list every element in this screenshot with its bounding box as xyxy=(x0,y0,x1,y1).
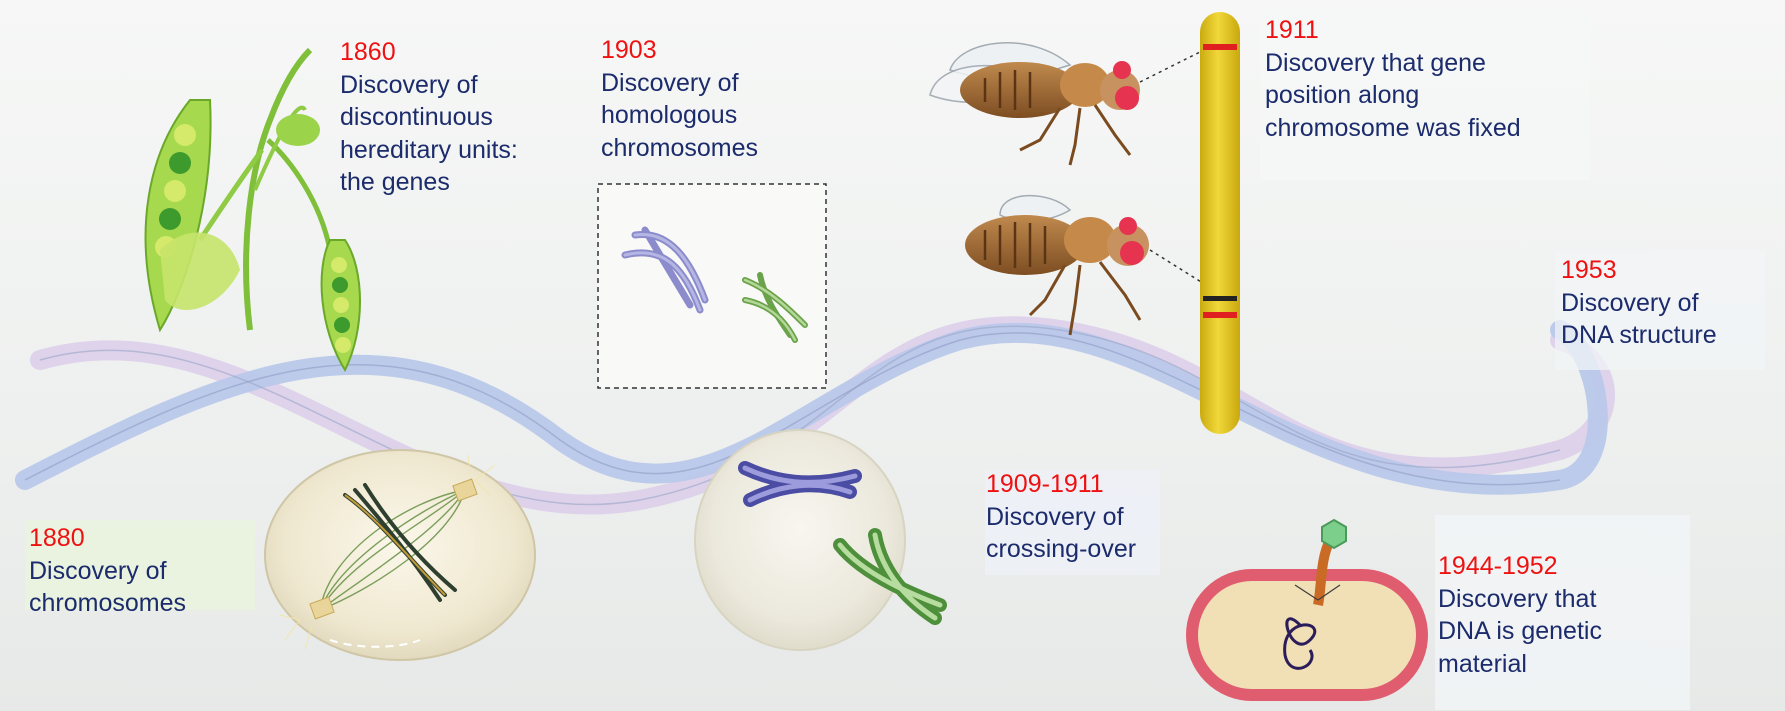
milestone-year: 1860 xyxy=(340,36,518,69)
milestone-1944-1952: 1944-1952 Discovery that DNA is genetic … xyxy=(1438,550,1602,680)
milestone-description: Discovery of discontinuous hereditary un… xyxy=(340,69,518,199)
milestone-1911: 1911 Discovery that gene position along … xyxy=(1265,14,1521,144)
crossing-over-cell-illustration xyxy=(695,430,940,650)
milestone-year: 1944-1952 xyxy=(1438,550,1602,583)
bacteriophage-bacterium-illustration xyxy=(1192,520,1422,695)
milestone-year: 1953 xyxy=(1561,254,1717,287)
mitosis-cell-illustration xyxy=(265,450,535,660)
milestone-1909-1911: 1909-1911 Discovery of crossing-over xyxy=(986,468,1136,566)
pea-plant-illustration xyxy=(146,50,360,370)
milestone-description: Discovery of homologous chromosomes xyxy=(601,67,758,165)
milestone-description: Discovery of chromosomes xyxy=(29,555,186,620)
milestone-year: 1880 xyxy=(29,522,186,555)
milestone-1860: 1860 Discovery of discontinuous heredita… xyxy=(340,36,518,199)
banded-chromosome-illustration xyxy=(1200,12,1240,434)
milestone-description: Discovery that DNA is genetic material xyxy=(1438,583,1602,681)
milestone-1903: 1903 Discovery of homologous chromosomes xyxy=(601,34,758,164)
milestone-description: Discovery that gene position along chrom… xyxy=(1265,47,1521,145)
milestone-year: 1909-1911 xyxy=(986,468,1136,501)
milestone-1880: 1880 Discovery of chromosomes xyxy=(29,522,186,620)
milestone-year: 1903 xyxy=(601,34,758,67)
fruit-fly-illustration xyxy=(930,43,1230,335)
milestone-description: Discovery of DNA structure xyxy=(1561,287,1717,352)
milestone-year: 1911 xyxy=(1265,14,1521,47)
milestone-1953: 1953 Discovery of DNA structure xyxy=(1561,254,1717,352)
homologous-chromosomes-illustration xyxy=(598,184,826,388)
milestone-description: Discovery of crossing-over xyxy=(986,501,1136,566)
